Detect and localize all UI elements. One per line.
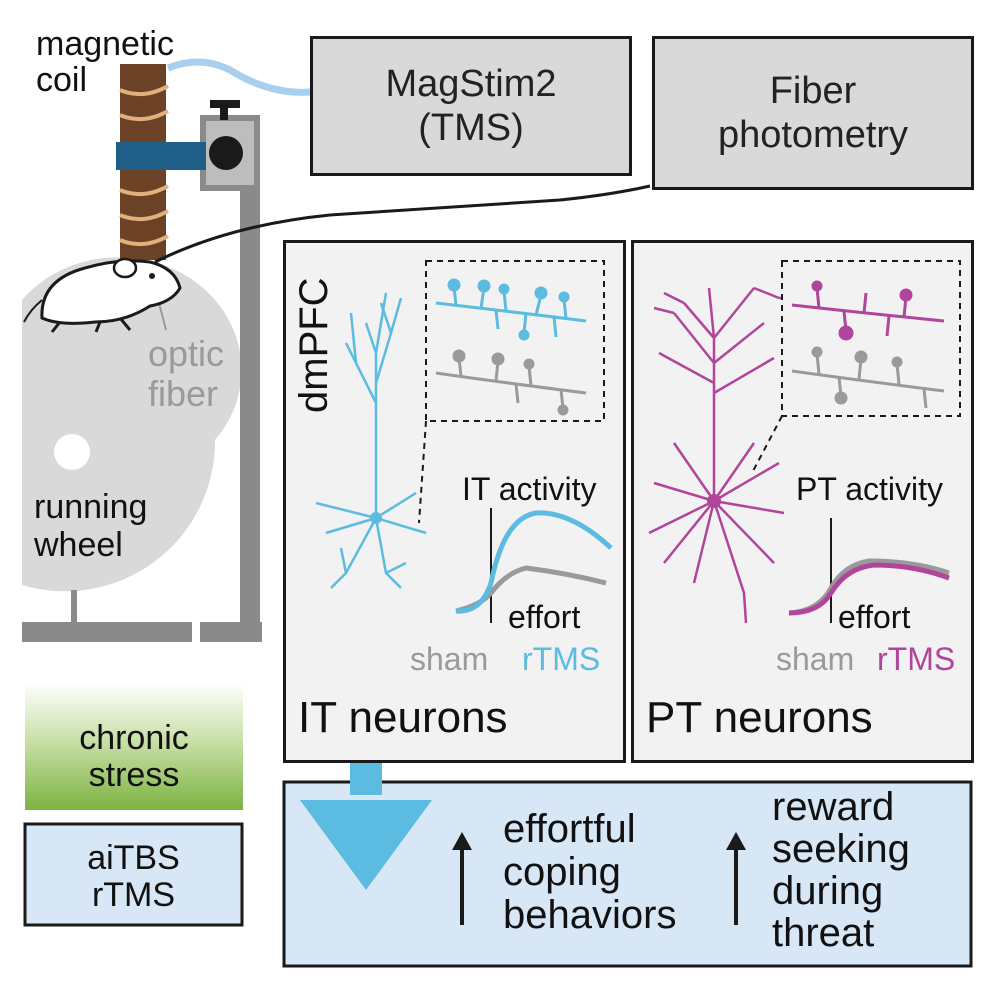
it-sham-label: sham [410,641,489,677]
it-neurons-title: IT neurons [298,693,508,742]
it-spines-rtms [435,278,587,341]
pt-spines-rtms [791,280,945,341]
pt-soma [707,494,721,508]
pt-activity-label: PT activity [796,471,943,507]
magnetic-coil-label: magnetic coil [36,25,174,99]
up-arrow-icon-2 [726,832,746,925]
it-spines-sham [435,349,587,416]
up-arrow-icon-1 [452,832,472,925]
it-neuron [315,292,427,589]
pt-neurons-panel: PT activity effort sham rTMS PT neurons [631,240,974,763]
treatment-label: aiTBS rTMS [87,839,180,914]
it-dendrite-inset [425,260,605,422]
magstim-box: MagStim2 (TMS) [310,36,632,176]
photometry-box: Fiber photometry [652,36,974,190]
magstim-label: MagStim2 (TMS) [385,63,557,149]
running-wheel [22,257,242,642]
mouse [23,257,182,333]
pt-neurons-title: PT neurons [646,693,873,742]
pt-rtms-trace [788,562,950,616]
pt-effort-label: effort [838,599,911,635]
it-activity-label: IT activity [462,471,597,507]
tms-cable [166,58,311,96]
it-neurons-panel: dmPFC IT activity effort sham rTMS IT ne… [283,240,626,763]
it-panel-drawing [315,260,613,623]
optic-fiber-label: optic fiber [148,333,225,414]
effortful-coping-label: effortful coping behaviors [503,807,677,937]
pt-neuron [648,286,785,624]
treatment-box-background [23,822,244,927]
pt-panel-drawing [648,260,961,624]
it-rtms-label: rTMS [522,641,601,677]
it-rtms-trace [455,510,613,614]
pt-dendrite-inset [781,260,961,417]
pt-spines-sham [791,346,945,409]
photometry-cable [154,184,651,264]
it-soma [370,512,382,524]
chronic-stress-label: chronic stress [79,719,189,794]
coil-stand [200,100,262,642]
chronic-stress-background [25,683,243,810]
reward-seeking-label: reward seeking during threat [772,785,910,955]
it-effort-label: effort [508,599,581,635]
running-wheel-label: running wheel [34,488,148,564]
pt-sham-label: sham [776,641,855,677]
photometry-label: Fiber photometry [717,70,909,156]
region-label: dmPFC [292,277,336,413]
pt-rtms-label: rTMS [877,641,956,677]
magnetic-coil [116,64,206,260]
